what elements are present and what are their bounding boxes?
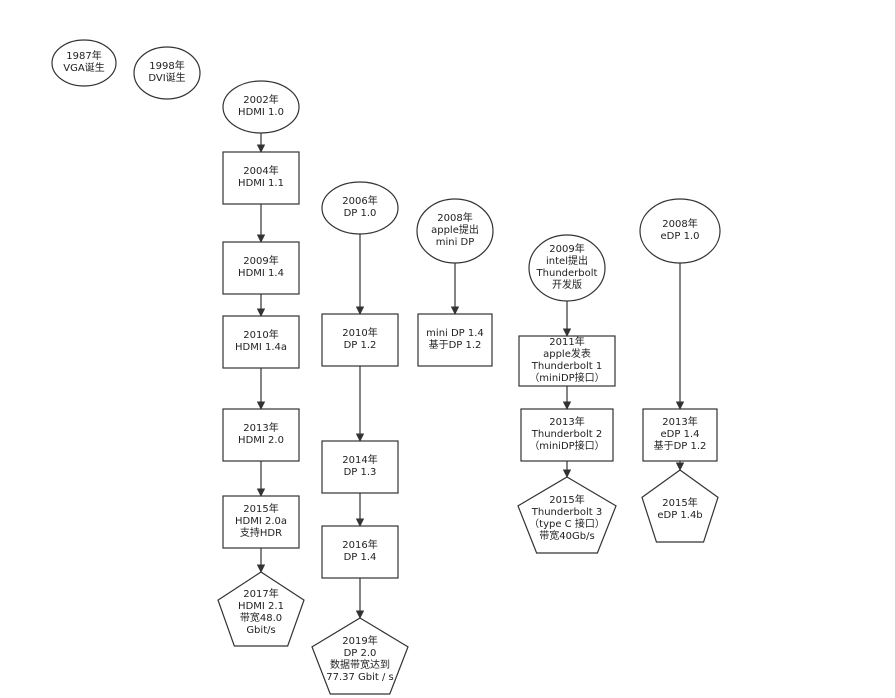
node-hdmi-2009-line-1: 2009年 bbox=[243, 256, 279, 267]
node-edp-2013-line-3: 基于DP 1.2 bbox=[653, 441, 707, 452]
node-edp-2013-shape bbox=[642, 408, 718, 462]
node-hdmi-2015-line-2: HDMI 2.0a bbox=[234, 516, 287, 527]
node-dvi-1998-line-1: 1998年 bbox=[149, 61, 185, 72]
node-hdmi-2002-line-1: 2002年 bbox=[243, 95, 279, 106]
node-dp-2019-line-3: 数据带宽达到 bbox=[330, 660, 390, 671]
node-minidp-2008-line-2: apple提出 bbox=[431, 225, 479, 236]
node-hdmi-2017-line-1: 2017年 bbox=[243, 589, 279, 600]
node-hdmi-2017-shape bbox=[217, 571, 305, 647]
node-tb-2015-shape bbox=[517, 476, 617, 554]
node-tb-2009-line-3: Thunderbolt bbox=[536, 268, 598, 279]
node-tb-2009-line-4: 开发版 bbox=[552, 280, 582, 291]
node-dvi-1998-shape bbox=[133, 46, 201, 100]
node-edp-2008-line-1: 2008年 bbox=[662, 219, 698, 230]
node-hdmi-2013-line-2: HDMI 2.0 bbox=[238, 435, 284, 446]
node-tb-2009-line-1: 2009年 bbox=[549, 244, 585, 255]
node-hdmi-2017-line-2: HDMI 2.1 bbox=[238, 601, 284, 612]
node-minidp-14-line-2: 基于DP 1.2 bbox=[428, 340, 482, 351]
node-dp-2014-line-1: 2014年 bbox=[342, 455, 378, 466]
node-tb-2011-line-1: 2011年 bbox=[549, 337, 585, 348]
node-dp-2010-line-1: 2010年 bbox=[342, 328, 378, 339]
node-tb-2013-line-2: Thunderbolt 2 bbox=[531, 429, 603, 440]
node-edp-2013-line-2: eDP 1.4 bbox=[660, 429, 700, 440]
node-tb-2009-line-2: intel提出 bbox=[546, 256, 588, 267]
node-hdmi-2010-line-2: HDMI 1.4a bbox=[234, 342, 287, 353]
node-edp-2015-line-1: 2015年 bbox=[662, 498, 698, 509]
node-tb-2013-line-3: （miniDP接口） bbox=[529, 441, 605, 452]
node-minidp-14-line-1: mini DP 1.4 bbox=[426, 328, 484, 339]
node-dp-2019-line-1: 2019年 bbox=[342, 636, 378, 647]
node-dvi-1998-line-2: DVI诞生 bbox=[148, 73, 186, 84]
node-tb-2015-line-2: Thunderbolt 3 bbox=[531, 507, 603, 518]
node-tb-2011-shape bbox=[518, 335, 616, 387]
node-tb-2011-line-2: apple发表 bbox=[543, 349, 591, 360]
node-dp-2010-line-2: DP 1.2 bbox=[343, 340, 377, 351]
node-vga-1987-line-1: 1987年 bbox=[66, 51, 102, 62]
node-tb-2015-line-3: （type C 接口） bbox=[529, 519, 605, 530]
node-hdmi-2015-line-3: 支持HDR bbox=[239, 528, 283, 539]
node-dp-2006-line-1: 2006年 bbox=[342, 196, 378, 207]
node-hdmi-2004-line-2: HDMI 1.1 bbox=[238, 178, 284, 189]
node-dp-2006-line-2: DP 1.0 bbox=[343, 208, 377, 219]
node-dp-2016-shape bbox=[321, 525, 399, 579]
node-edp-2008-line-2: eDP 1.0 bbox=[660, 231, 700, 242]
node-tb-2013-shape bbox=[520, 408, 614, 462]
node-edp-2015-line-2: eDP 1.4b bbox=[657, 510, 703, 521]
node-hdmi-2004-line-1: 2004年 bbox=[243, 166, 279, 177]
node-edp-2015-shape bbox=[641, 469, 719, 543]
node-vga-1987-line-2: VGA诞生 bbox=[63, 63, 105, 74]
node-dp-2019-line-4: 77.37 Gbit / s bbox=[326, 672, 394, 683]
node-minidp-14-shape bbox=[417, 313, 493, 367]
node-hdmi-2009-line-2: HDMI 1.4 bbox=[238, 268, 284, 279]
node-tb-2015-line-1: 2015年 bbox=[549, 495, 585, 506]
node-dp-2019-shape bbox=[311, 617, 409, 695]
node-hdmi-2013-line-1: 2013年 bbox=[243, 423, 279, 434]
node-hdmi-2002-line-2: HDMI 1.0 bbox=[238, 107, 284, 118]
node-minidp-2008-line-3: mini DP bbox=[435, 237, 475, 248]
node-tb-2015-line-4: 带宽40Gb/s bbox=[539, 531, 595, 542]
node-hdmi-2017-line-3: 带宽48.0 bbox=[239, 613, 283, 624]
node-hdmi-2017-line-4: Gbit/s bbox=[246, 625, 276, 636]
node-tb-2011-line-4: （miniDP接口） bbox=[529, 373, 605, 384]
node-minidp-2008-line-1: 2008年 bbox=[437, 213, 473, 224]
node-dp-2010-shape bbox=[321, 313, 399, 367]
node-dp-2016-line-2: DP 1.4 bbox=[343, 552, 377, 563]
node-dp-2014-line-2: DP 1.3 bbox=[343, 467, 377, 478]
node-dp-2019-line-2: DP 2.0 bbox=[343, 648, 377, 659]
node-hdmi-2010-line-1: 2010年 bbox=[243, 330, 279, 341]
node-tb-2011-line-3: Thunderbolt 1 bbox=[531, 361, 603, 372]
node-dp-2016-line-1: 2016年 bbox=[342, 540, 378, 551]
node-vga-1987-shape bbox=[51, 39, 117, 87]
node-edp-2013-line-1: 2013年 bbox=[662, 417, 698, 428]
node-hdmi-2015-line-1: 2015年 bbox=[243, 504, 279, 515]
node-tb-2013-line-1: 2013年 bbox=[549, 417, 585, 428]
node-hdmi-2004-shape bbox=[222, 151, 300, 205]
